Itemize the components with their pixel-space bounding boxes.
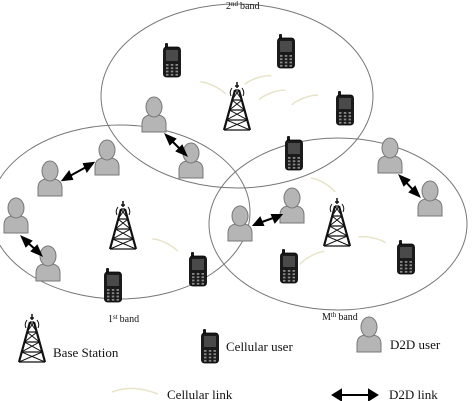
d2d-link-arrow <box>60 161 96 182</box>
legend: Base Station Cellular user D2D user Cell… <box>17 312 441 401</box>
legend-cellular-link-label: Cellular link <box>167 387 233 401</box>
d2d-user-icon <box>3 197 29 234</box>
d2d-link-arrow <box>398 174 421 198</box>
cellular-link <box>199 79 228 95</box>
d2d-user-icon <box>94 139 120 176</box>
cellular-link <box>257 87 286 101</box>
legend-cellular-phone-icon <box>201 328 219 364</box>
cellular-link <box>290 92 319 106</box>
cellular-phone-icon <box>189 251 207 287</box>
d2d-user-icon <box>141 96 167 133</box>
cellular-phone-icon <box>397 239 415 275</box>
cellular-phone-icon <box>104 267 122 303</box>
legend-d2d-user-icon <box>356 316 382 353</box>
d2d-link-arrow <box>20 235 43 257</box>
d2d-user-icon <box>279 187 305 224</box>
cellular-link <box>297 248 326 266</box>
cellular-phone-icon <box>163 42 181 78</box>
legend-base-station-label: Base Station <box>53 345 119 360</box>
legend-cellular-link-icon <box>111 387 159 395</box>
legend-cellular-user-label: Cellular user <box>226 339 293 354</box>
d2d-link-arrow <box>164 133 188 157</box>
base-station-tower-icon <box>222 80 252 132</box>
d2d-user-icon <box>417 180 443 217</box>
cellular-link <box>243 72 273 86</box>
legend-d2d-link-label: D2D link <box>389 387 438 401</box>
legend-base-station-tower-icon <box>17 312 47 364</box>
d2d-user-icon <box>37 160 63 197</box>
base-station-tower-icon <box>322 196 352 248</box>
cellular-phone-icon <box>277 33 295 69</box>
coverage-area-2nd-band <box>100 3 374 189</box>
coverage-area-mth-band <box>208 137 468 311</box>
legend-d2d-user-label: D2D user <box>390 337 441 352</box>
cellular-link <box>357 234 387 244</box>
cellular-phone-icon <box>285 135 303 171</box>
cellular-link <box>151 236 180 252</box>
d2d-link-arrow <box>251 214 284 226</box>
cellular-link <box>310 175 337 193</box>
base-station-tower-icon <box>108 199 138 251</box>
cellular-phone-icon <box>280 248 298 284</box>
cellular-phone-icon <box>336 90 354 126</box>
legend-d2d-link-icon <box>331 388 379 401</box>
